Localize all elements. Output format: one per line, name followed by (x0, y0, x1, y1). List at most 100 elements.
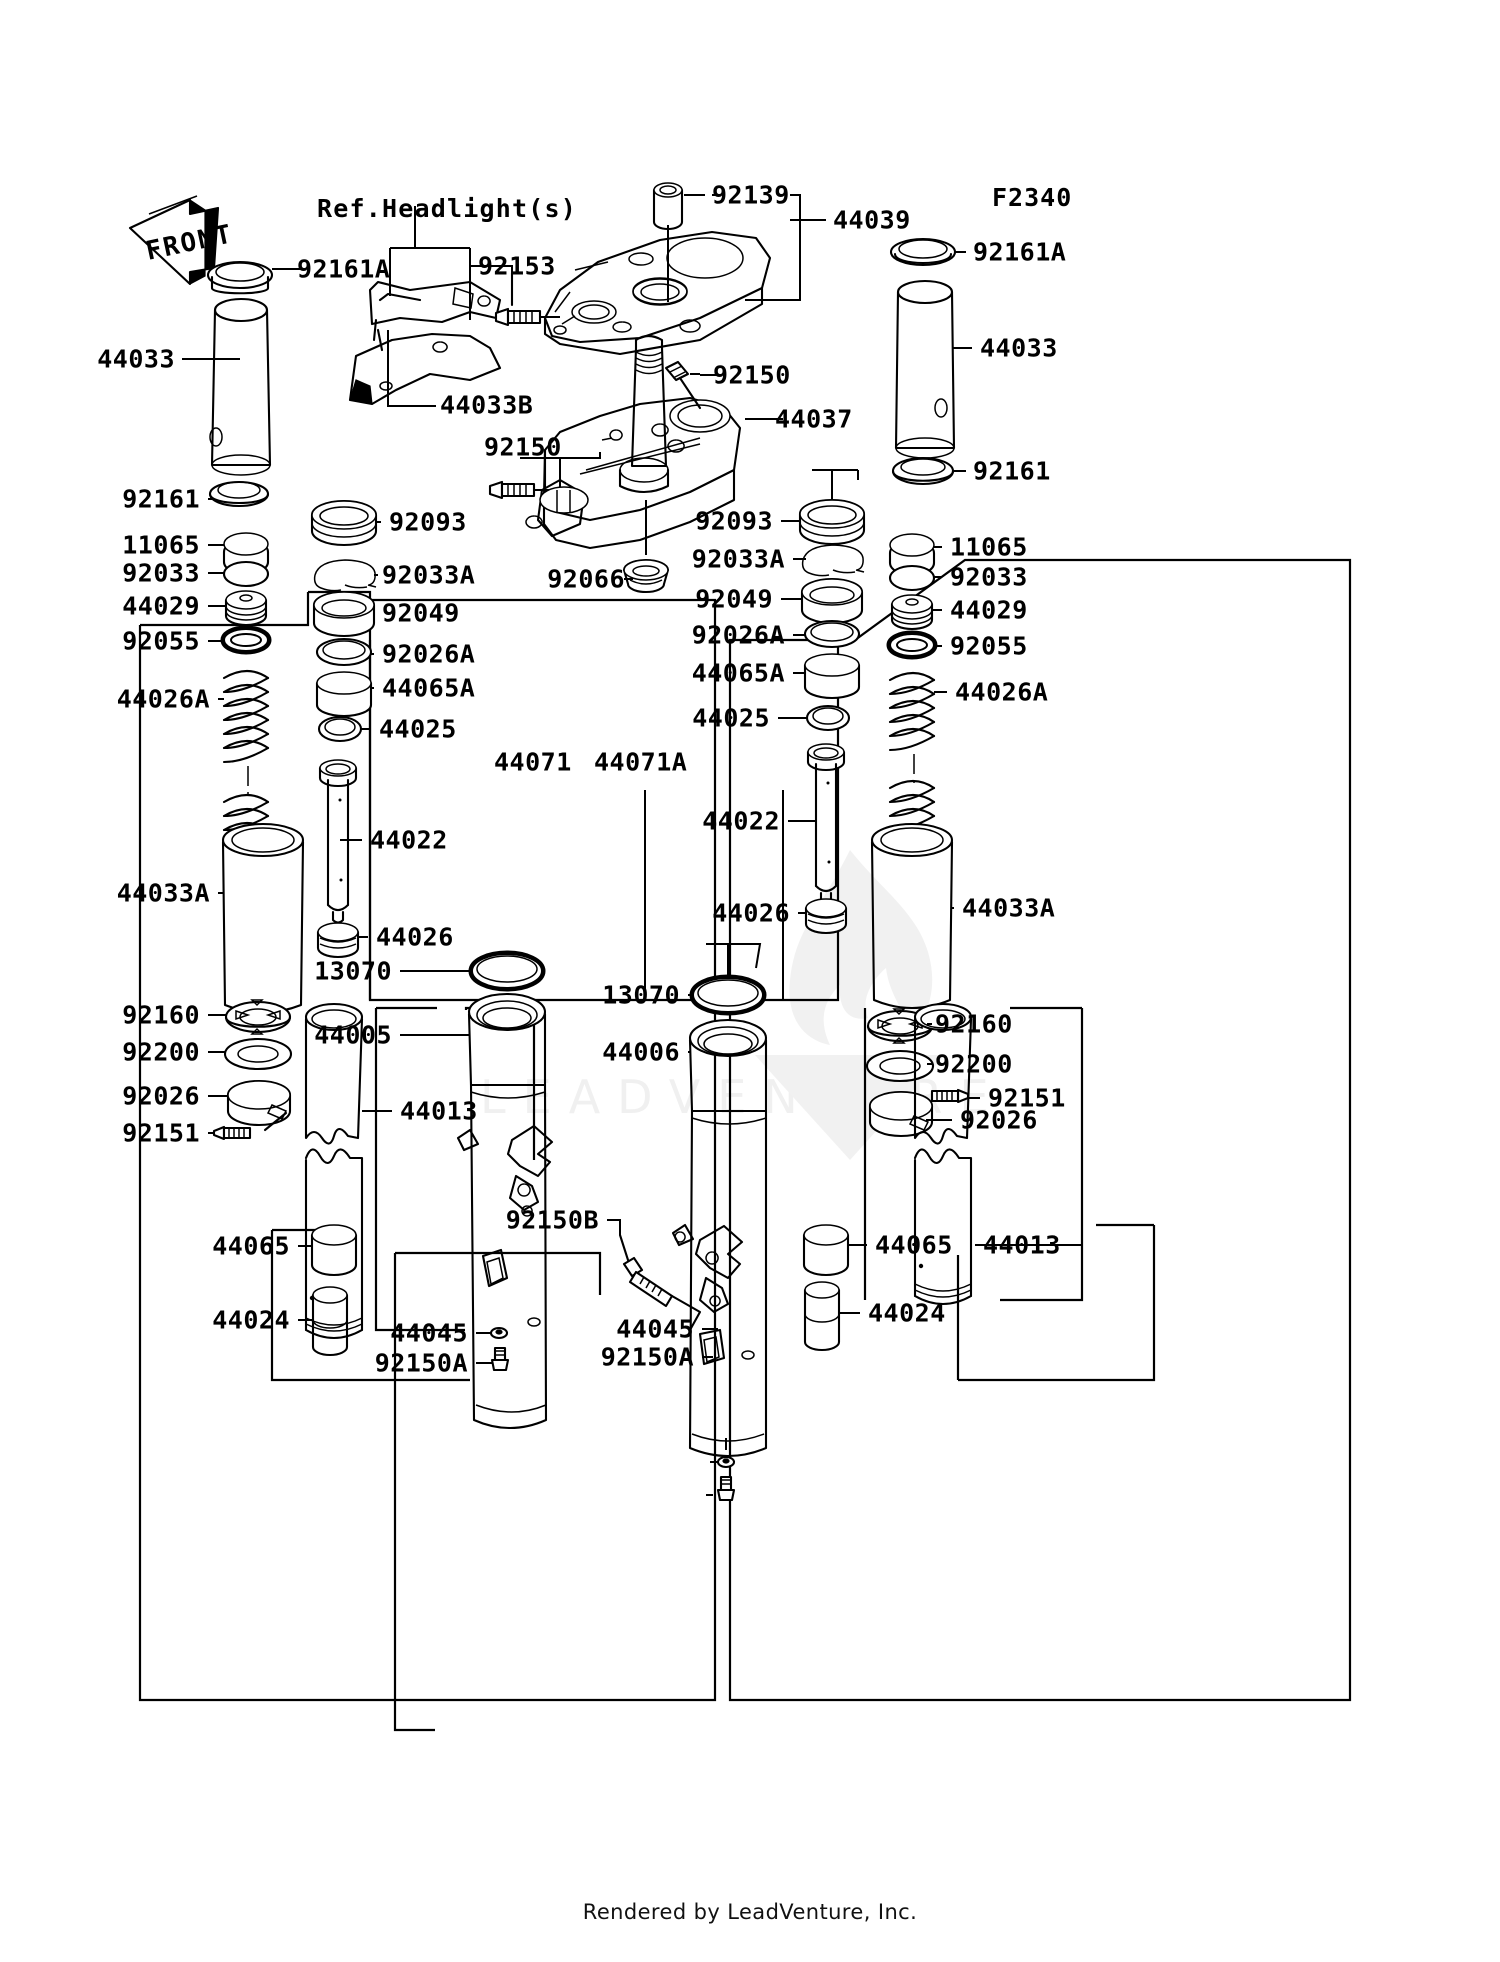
part-number-13070[interactable]: 13070 (314, 956, 392, 986)
part-44045-right (710, 1438, 736, 1469)
part-92049-left (312, 590, 376, 638)
part-number-44026[interactable]: 44026 (712, 898, 790, 928)
sheet-id-label: F2340 (992, 183, 1073, 212)
part-number-44006[interactable]: 44006 (602, 1037, 680, 1067)
part-44026A-right (888, 671, 936, 832)
part-number-92150[interactable]: 92150 (484, 432, 562, 462)
part-92049-right (800, 577, 864, 625)
part-number-44022[interactable]: 44022 (702, 806, 780, 836)
part-number-44033B[interactable]: 44033B (440, 390, 534, 420)
part-number-92200[interactable]: 92200 (122, 1037, 200, 1067)
part-44065A-right (803, 653, 861, 700)
part-92033A-left (313, 559, 377, 592)
part-92066 (622, 500, 670, 594)
part-number-92150[interactable]: 92150 (713, 360, 791, 390)
part-number-44033A[interactable]: 44033A (116, 878, 210, 908)
part-92139 (652, 182, 705, 302)
part-number-44065[interactable]: 44065 (875, 1230, 953, 1260)
part-number-92151[interactable]: 92151 (122, 1118, 200, 1148)
part-number-44005[interactable]: 44005 (314, 1020, 392, 1050)
part-44022-left (318, 759, 358, 924)
part-number-44026A[interactable]: 44026A (955, 677, 1049, 707)
part-number-44033A[interactable]: 44033A (962, 893, 1056, 923)
part-number-92055[interactable]: 92055 (950, 631, 1028, 661)
part-number-92093[interactable]: 92093 (695, 506, 773, 536)
part-number-92026A[interactable]: 92026A (382, 639, 476, 669)
part-92033-right (888, 564, 936, 592)
part-13070-left (468, 950, 546, 992)
part-number-92026A[interactable]: 92026A (691, 620, 785, 650)
part-92153 (494, 271, 560, 327)
footer-credit: Rendered by LeadVenture, Inc. (582, 1900, 918, 1924)
part-number-44037[interactable]: 44037 (775, 404, 853, 434)
part-number-92161[interactable]: 92161 (973, 456, 1051, 486)
part-number-92055[interactable]: 92055 (122, 626, 200, 656)
part-number-44071[interactable]: 44071 (494, 747, 572, 777)
part-number-92033[interactable]: 92033 (122, 558, 200, 588)
part-number-11065[interactable]: 11065 (122, 530, 200, 560)
part-44033A-right (870, 822, 954, 1009)
part-number-44071A[interactable]: 44071A (594, 747, 688, 777)
part-number-92160[interactable]: 92160 (935, 1009, 1013, 1039)
part-number-44024[interactable]: 44024 (868, 1298, 946, 1328)
part-number-44045[interactable]: 44045 (616, 1314, 694, 1344)
part-number-13070[interactable]: 13070 (602, 980, 680, 1010)
part-92151-left (212, 1111, 288, 1141)
part-number-92200[interactable]: 92200 (935, 1049, 1013, 1079)
part-number-92161[interactable]: 92161 (122, 484, 200, 514)
part-number-44025[interactable]: 44025 (379, 714, 457, 744)
part-number-44013[interactable]: 44013 (400, 1096, 478, 1126)
part-number-92049[interactable]: 92049 (382, 598, 460, 628)
part-number-92161A[interactable]: 92161A (297, 254, 391, 284)
part-number-92151[interactable]: 92151 (988, 1083, 1066, 1113)
part-44025-right (805, 704, 851, 732)
part-92026-left (226, 1079, 292, 1127)
part-44065-left (310, 1224, 358, 1277)
part-number-11065[interactable]: 11065 (950, 532, 1028, 562)
part-number-44065[interactable]: 44065 (212, 1231, 290, 1261)
part-number-92033A[interactable]: 92033A (382, 560, 476, 590)
part-number-44065A[interactable]: 44065A (691, 658, 785, 688)
part-44033-left (206, 260, 274, 476)
part-number-44039[interactable]: 44039 (833, 205, 911, 235)
part-number-44033[interactable]: 44033 (980, 333, 1058, 363)
part-44065-right (802, 1224, 850, 1277)
part-44029-right (890, 594, 934, 631)
part-number-92150A[interactable]: 92150A (600, 1342, 694, 1372)
part-number-92150B[interactable]: 92150B (505, 1205, 599, 1235)
part-92150B (618, 1233, 702, 1332)
part-number-44029[interactable]: 44029 (950, 595, 1028, 625)
part-number-92160[interactable]: 92160 (122, 1000, 200, 1030)
part-44037-lower-clamp (525, 334, 762, 550)
part-92160-left (224, 999, 292, 1035)
part-number-44025[interactable]: 44025 (692, 703, 770, 733)
part-92033-left (222, 560, 270, 588)
part-number-92033[interactable]: 92033 (950, 562, 1028, 592)
part-number-44045[interactable]: 44045 (390, 1318, 468, 1348)
part-number-44022[interactable]: 44022 (370, 825, 448, 855)
part-92161-left (208, 480, 270, 508)
part-number-44033[interactable]: 44033 (97, 344, 175, 374)
part-number-44026A[interactable]: 44026A (116, 684, 210, 714)
part-44026-right (804, 898, 848, 935)
part-number-92139[interactable]: 92139 (712, 180, 790, 210)
part-13070-right (689, 943, 767, 1016)
part-number-92093[interactable]: 92093 (389, 507, 467, 537)
part-number-44024[interactable]: 44024 (212, 1305, 290, 1335)
part-number-92161A[interactable]: 92161A (973, 237, 1067, 267)
part-number-92150A[interactable]: 92150A (374, 1348, 468, 1378)
part-number-92026[interactable]: 92026 (122, 1081, 200, 1111)
part-44013-right (913, 1002, 973, 1306)
part-number-44065A[interactable]: 44065A (382, 673, 476, 703)
part-44026-left (316, 922, 360, 959)
part-number-44029[interactable]: 44029 (122, 591, 200, 621)
part-number-92049[interactable]: 92049 (695, 584, 773, 614)
part-number-92066[interactable]: 92066 (547, 564, 625, 594)
part-44033B-bracket (348, 280, 502, 406)
part-number-92026[interactable]: 92026 (960, 1105, 1038, 1135)
part-number-92153[interactable]: 92153 (478, 251, 556, 281)
part-number-44013[interactable]: 44013 (983, 1230, 1061, 1260)
part-number-44026[interactable]: 44026 (376, 922, 454, 952)
part-number-92033A[interactable]: 92033A (691, 544, 785, 574)
